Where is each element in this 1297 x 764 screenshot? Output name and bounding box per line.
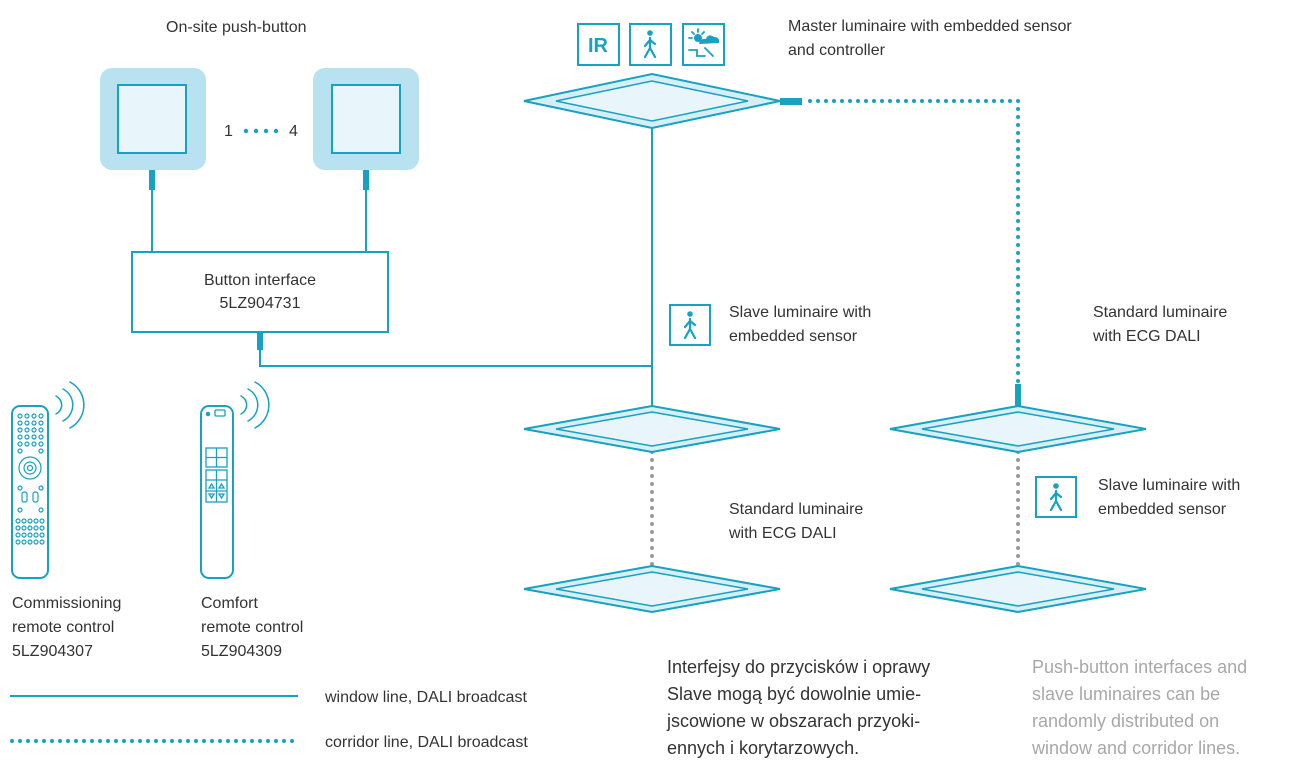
commissioning-label-line1: Commissioning bbox=[12, 595, 121, 612]
slave-luminaire-right bbox=[889, 564, 1147, 614]
button-interface-name: Button interface bbox=[204, 272, 316, 289]
note-english: Push-button interfaces and slave luminai… bbox=[1031, 657, 1247, 758]
sun-cloud-icon bbox=[682, 23, 725, 66]
note-polish-line: ennych i korytarzowych. bbox=[667, 738, 859, 758]
commissioning-label-line2: remote control bbox=[12, 619, 114, 636]
button-range-end: 4 bbox=[289, 123, 298, 140]
pushbutton-1 bbox=[100, 68, 206, 170]
pushbutton-title: On-site push-button bbox=[166, 19, 307, 36]
legend: window line, DALI broadcast corridor lin… bbox=[10, 689, 528, 751]
commissioning-code: 5LZ904307 bbox=[12, 643, 93, 660]
comfort-remote bbox=[200, 405, 234, 579]
standard-right-label-line2: with ECG DALI bbox=[1092, 328, 1201, 345]
slave-left-label-line2: embedded sensor bbox=[729, 328, 858, 345]
standard-right-connector bbox=[1015, 384, 1021, 406]
slave-left-label-line1: Slave luminaire with bbox=[729, 304, 871, 321]
standard-left-label-line1: Standard luminaire bbox=[729, 501, 863, 518]
corridor-line bbox=[808, 99, 1020, 388]
slave-right-label-line1: Slave luminaire with bbox=[1098, 477, 1240, 494]
standard-right-label-line1: Standard luminaire bbox=[1093, 304, 1227, 321]
button-range-dots bbox=[243, 128, 279, 134]
pushbutton-2 bbox=[313, 68, 419, 170]
legend-corridor-line-label: corridor line, DALI broadcast bbox=[325, 734, 528, 751]
standard-luminaire-left bbox=[523, 564, 781, 614]
button-interface-box bbox=[131, 251, 389, 333]
comfort-label-line2: remote control bbox=[201, 619, 303, 636]
note-english-line: Push-button interfaces and bbox=[1032, 657, 1247, 677]
master-label-line2: and controller bbox=[788, 42, 886, 59]
note-polish-line: Interfejsy do przycisków i oprawy bbox=[667, 657, 930, 677]
wireless-signal-icon bbox=[55, 381, 85, 429]
slave-luminaire-left bbox=[523, 404, 781, 454]
master-connector bbox=[780, 98, 802, 105]
comfort-label-line1: Comfort bbox=[201, 595, 258, 612]
person-walking-icon bbox=[1035, 476, 1077, 518]
note-polish: Interfejsy do przycisków i oprawy Slave … bbox=[666, 657, 930, 758]
ir-badge-text: IR bbox=[588, 35, 609, 57]
note-english-line: slave luminaires can be bbox=[1032, 684, 1220, 704]
comfort-code: 5LZ904309 bbox=[201, 643, 282, 660]
connections bbox=[149, 98, 1021, 568]
button-interface-code: 5LZ904731 bbox=[220, 295, 301, 312]
infrared-badge-icon: IR bbox=[577, 23, 620, 66]
note-english-line: window and corridor lines. bbox=[1031, 738, 1240, 758]
note-english-line: randomly distributed on bbox=[1032, 711, 1219, 731]
person-walking-icon bbox=[629, 23, 672, 66]
master-luminaire bbox=[523, 72, 781, 130]
standard-luminaire-right bbox=[889, 404, 1147, 454]
person-walking-icon bbox=[669, 304, 711, 346]
wireless-signal-icon bbox=[240, 381, 270, 429]
button-range-start: 1 bbox=[224, 123, 233, 140]
slave-right-label-line2: embedded sensor bbox=[1098, 501, 1227, 518]
note-polish-line: Slave mogą być dowolnie umie- bbox=[667, 684, 921, 704]
interface-wire bbox=[259, 350, 652, 367]
master-label-line1: Master luminaire with embedded sensor bbox=[788, 18, 1072, 35]
note-polish-line: jscowione w obszarach przyoki- bbox=[666, 711, 920, 731]
commissioning-remote bbox=[11, 405, 49, 579]
standard-left-label-line2: with ECG DALI bbox=[728, 525, 837, 542]
legend-window-line-label: window line, DALI broadcast bbox=[324, 689, 527, 706]
